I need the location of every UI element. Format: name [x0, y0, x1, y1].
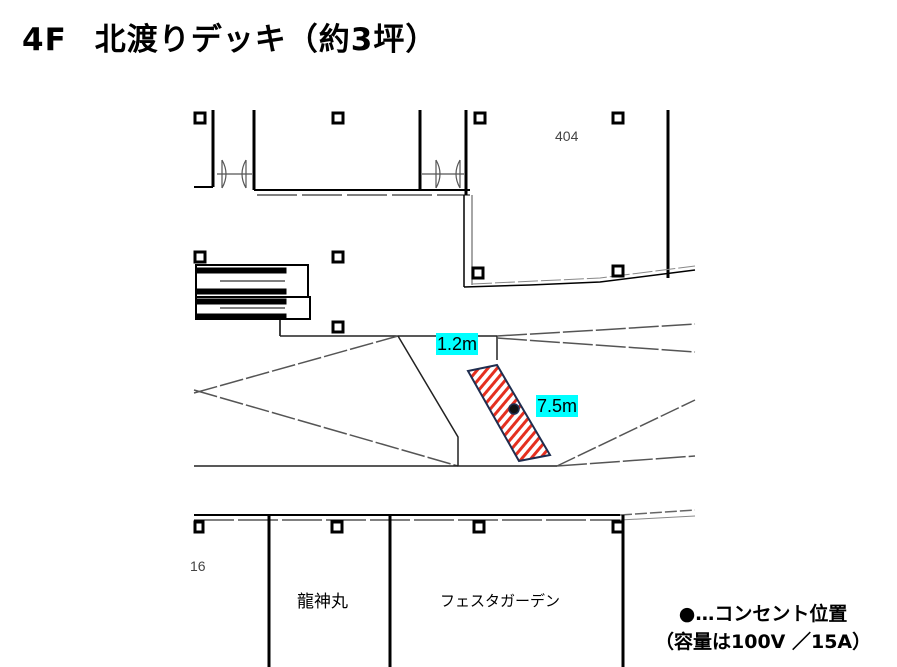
legend-capacity: （容量は100V ／15A） [655, 631, 872, 653]
room-festa-garden-label: フェスタガーデン [440, 592, 561, 610]
room-404-label: 404 [555, 128, 579, 144]
deck-area [466, 363, 552, 463]
upper-walls [194, 110, 696, 288]
deck-lines [193, 323, 696, 467]
area-title: 北渡りデッキ（約3坪） [94, 22, 438, 58]
columns [193, 111, 625, 534]
width-dimension-label: 1.2m [436, 333, 479, 355]
room-16-label: 16 [190, 558, 206, 574]
legend-outlet: ●…コンセント位置 [678, 603, 848, 625]
escalators [195, 264, 311, 336]
length-dimension-label: 7.5m [536, 395, 579, 417]
room-ryujinmaru-label: 龍神丸 [297, 592, 348, 612]
lower-walls [194, 509, 696, 667]
outlet-marker [508, 403, 520, 415]
floor-label: 4F [22, 22, 67, 58]
page-title: 4F 北渡りデッキ（約3坪） [22, 14, 437, 59]
legend: ●…コンセント位置 （容量は100V ／15A） [655, 600, 871, 656]
